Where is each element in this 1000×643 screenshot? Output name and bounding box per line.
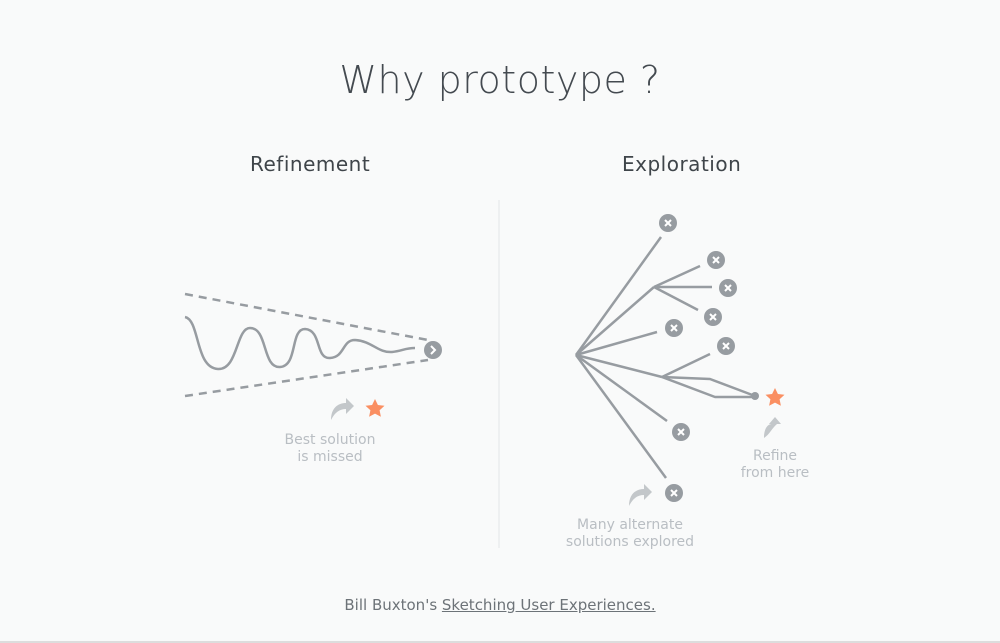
converge-point-icon [424, 341, 442, 359]
page-title: Why prototype ? [339, 58, 661, 102]
caption-line: solutions explored [565, 534, 695, 550]
bottom-border [0, 641, 1000, 643]
selected-node [751, 392, 759, 400]
refinement-heading: Refinement [250, 152, 371, 176]
exploration-caption: Many alternate solutions explored [555, 517, 705, 551]
star-icon [765, 388, 785, 406]
star-icon [365, 399, 385, 417]
rejected-node-icon [717, 337, 735, 355]
refine-caption: Refine from here [725, 448, 825, 482]
exploration-tree [574, 236, 756, 479]
rejected-node-icon [665, 319, 683, 337]
caption-line: from here [740, 465, 810, 481]
exploration-heading: Exploration [622, 152, 742, 176]
refinement-funnel [184, 292, 429, 398]
caption-line: is missed [297, 449, 363, 465]
rejected-node-icon [665, 484, 683, 502]
credit: Bill Buxton's Sketching User Experiences… [0, 596, 1000, 614]
arrow-icon [629, 484, 652, 506]
credit-prefix: Bill Buxton's [344, 596, 442, 614]
rejected-node-icon [659, 214, 677, 232]
caption-line: Many alternate [577, 517, 683, 533]
rejected-node-icon [719, 279, 737, 297]
rejected-node-icon [672, 423, 690, 441]
book-link[interactable]: Sketching User Experiences. [441, 596, 656, 614]
refinement-caption: Best solution is missed [260, 432, 400, 466]
rejected-node-icon [707, 251, 725, 269]
caption-line: Best solution [284, 432, 376, 448]
caption-line: Refine [752, 448, 798, 464]
rejected-node-icon [704, 308, 722, 326]
arrow-icon [331, 398, 354, 420]
arrow-up-icon [764, 417, 781, 438]
refinement-wave [184, 315, 416, 371]
